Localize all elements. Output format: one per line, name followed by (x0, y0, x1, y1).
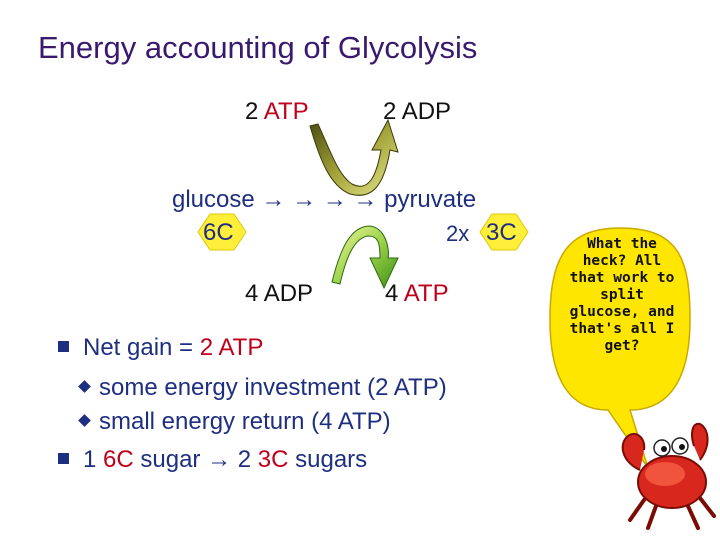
sugars-suffix: sugars (288, 446, 368, 473)
speech-bubble-text: What the heck? All that work to split gl… (569, 236, 675, 354)
top-atp-number: 2 (245, 98, 259, 125)
crab-illustration (621, 422, 716, 530)
slide-title: Energy accounting of Glycolysis (38, 30, 478, 65)
sugars-prefix: 1 (83, 446, 104, 473)
pyruvate-multiplier-text: 2x (446, 221, 470, 246)
sugars-6c: 6C (103, 446, 134, 473)
sub-bullet-return: small energy return (4 ATP) (78, 408, 391, 436)
pyruvate-label: pyruvate (384, 186, 477, 213)
bottom-atp-unit: ATP (403, 280, 449, 307)
sub-bullet-investment-text: some energy investment (2 ATP) (99, 374, 447, 401)
bottom-curved-arrow (331, 225, 399, 290)
pathway-arrows: → → → → (261, 186, 378, 213)
sugars-mid: sugar → 2 (133, 446, 258, 473)
top-atp-label: 2 ATP (245, 98, 309, 126)
hexagon-6c (197, 213, 247, 251)
hexagon-3c (479, 213, 529, 251)
diamond-bullet-icon (78, 414, 91, 428)
sub-bullet-return-text: small energy return (4 ATP) (99, 408, 391, 435)
bottom-adp-label: 4 ADP (245, 280, 314, 307)
bullet-net-gain: Net gain = 2 ATP (58, 334, 263, 362)
bullet-sugars: 1 6C sugar → 2 3C sugars (58, 446, 367, 474)
pathway-row: glucose → → → → pyruvate (172, 186, 476, 214)
top-curved-arrow (309, 118, 399, 196)
top-adp-label: 2 ADP (383, 98, 452, 125)
bottom-atp-label: 4 ATP (385, 280, 449, 308)
glucose-carbons: 6C (203, 219, 234, 246)
bottom-atp-number: 4 (385, 280, 399, 307)
net-gain-prefix: Net gain = (83, 334, 200, 361)
square-bullet-icon (58, 453, 69, 465)
net-gain-value: 2 ATP (199, 334, 264, 361)
sub-bullet-investment: some energy investment (2 ATP) (78, 374, 447, 402)
diamond-bullet-icon (78, 380, 91, 394)
glucose-label: glucose (172, 186, 255, 213)
pyruvate-multiplier: 2x (446, 220, 469, 248)
sugars-3c: 3C (257, 446, 289, 473)
top-atp-unit: ATP (263, 98, 309, 125)
pyruvate-carbons: 3C (486, 219, 517, 246)
square-bullet-icon (58, 341, 69, 353)
